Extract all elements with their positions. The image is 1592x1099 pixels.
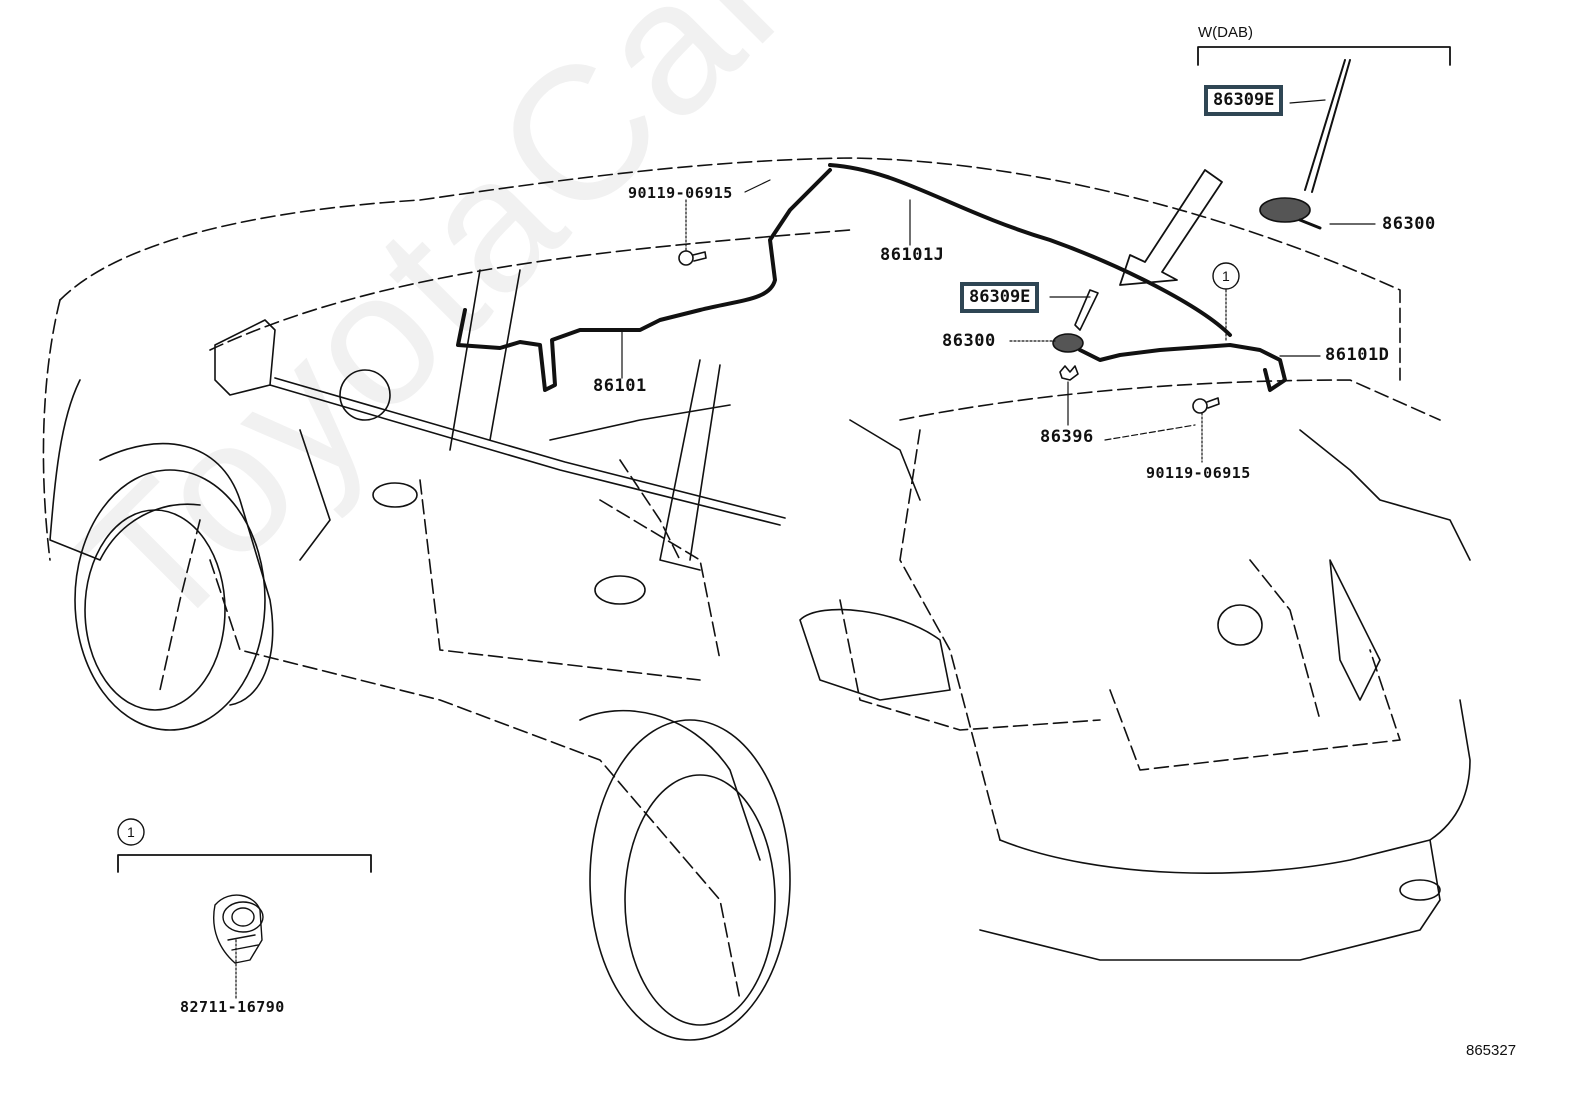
bolt-rear-drawing bbox=[1192, 397, 1220, 414]
variant-bracket bbox=[1197, 46, 1451, 66]
antenna-rod-drawing bbox=[1074, 289, 1099, 331]
antenna-base-dab-drawing bbox=[1259, 197, 1311, 223]
nut-drawing bbox=[1059, 365, 1079, 381]
variant-label: W(DAB) bbox=[1198, 24, 1253, 41]
antenna-base-drawing bbox=[1052, 333, 1084, 353]
part-label-86300-dab[interactable]: 86300 bbox=[1382, 214, 1436, 234]
part-label-90119-06915-rear[interactable]: 90119-06915 bbox=[1146, 464, 1251, 482]
figure-number: 865327 bbox=[1466, 1042, 1517, 1059]
part-label-86101J[interactable]: 86101J bbox=[880, 245, 945, 265]
part-label-86309E[interactable]: 86309E bbox=[960, 282, 1040, 313]
leader-lines bbox=[235, 99, 1376, 1001]
antenna-rod-dab-drawing bbox=[1304, 59, 1351, 193]
part-label-90119-06915-front[interactable]: 90119-06915 bbox=[628, 184, 733, 202]
callout-marker-top: 1 bbox=[1222, 268, 1230, 284]
install-arrow bbox=[1119, 169, 1223, 286]
part-label-86101[interactable]: 86101 bbox=[593, 376, 647, 396]
vehicle-solid-lines bbox=[49, 269, 1471, 1041]
callout-circle-bottom bbox=[117, 818, 145, 846]
part-label-86396[interactable]: 86396 bbox=[1040, 427, 1094, 447]
callout-bracket bbox=[117, 854, 372, 873]
part-label-82711-16790[interactable]: 82711-16790 bbox=[180, 998, 285, 1016]
part-label-86300[interactable]: 86300 bbox=[942, 331, 996, 351]
callout-marker-bottom: 1 bbox=[127, 824, 135, 840]
bolt-front-drawing bbox=[678, 250, 707, 266]
part-label-86101D[interactable]: 86101D bbox=[1325, 345, 1390, 365]
vehicle-outline bbox=[42, 157, 1441, 1001]
feeder-cable-86101J bbox=[828, 163, 1232, 337]
feeder-cable-86101D bbox=[1078, 343, 1287, 392]
wire-clamp-drawing bbox=[213, 894, 264, 964]
callout-circle-top bbox=[1212, 262, 1240, 290]
feeder-cable-86101 bbox=[456, 168, 832, 392]
part-label-86309E-dab[interactable]: 86309E bbox=[1204, 85, 1284, 116]
